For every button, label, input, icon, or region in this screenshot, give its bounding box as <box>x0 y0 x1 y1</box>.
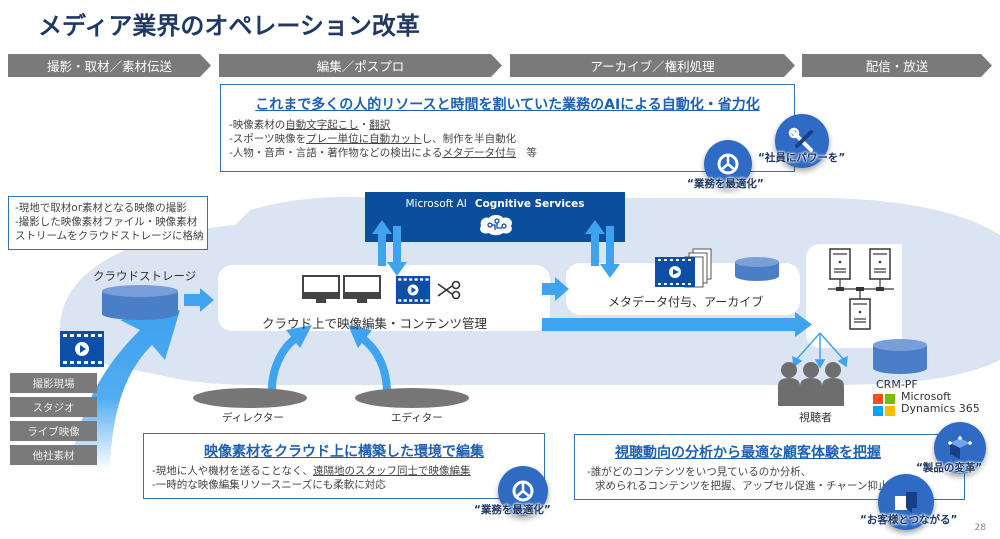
viewers-icon <box>778 362 844 406</box>
bottom-left-line: -現地に人や機材を送ることなく、遠隔地のスタッフ同士で映像編集 <box>152 465 471 477</box>
stage-edit: 編集／ポスプロ <box>219 54 502 77</box>
scissors-icon <box>437 280 461 300</box>
video-film-icon <box>60 331 104 367</box>
optimize-label-top: “業務を最適化” <box>687 178 764 190</box>
stage-capture: 撮影・取材／素材伝送 <box>8 54 211 77</box>
left-info-box: -現地で取材or素材となる映像の撮影 -撮影した映像素材ファイル・映像素材 スト… <box>8 196 208 250</box>
dynamics-brand: Microsoft Dynamics 365 <box>901 391 980 415</box>
viewers-label: 視聴者 <box>799 411 832 424</box>
bottom-left-line: -一時的な映像編集リソースニーズにも柔軟に対応 <box>152 479 386 491</box>
optimize-badge-top <box>704 140 752 188</box>
empower-badge <box>775 114 829 168</box>
empower-label: “社員にパワーを” <box>758 152 846 164</box>
cube-icon <box>948 436 972 459</box>
transform-label: “製品の変革” <box>916 462 983 474</box>
crm-label: CRM-PF <box>876 378 918 391</box>
cognitive-services-name: Cognitive Services <box>474 198 585 210</box>
cognitive-services-block: Microsoft AI Cognitive Services <box>365 192 625 242</box>
microsoft-logo-icon <box>873 394 895 416</box>
top-box-line: -人物・音声・言語・著作物などの検出によるメタデータ付与 等 <box>229 147 537 159</box>
gear-icon <box>717 153 739 175</box>
gear-icon <box>512 480 534 502</box>
source-item: ライブ映像 <box>10 421 97 441</box>
customer-chat-icon <box>895 492 917 513</box>
edit-panel <box>218 265 550 331</box>
source-item: 撮影現場 <box>10 373 97 393</box>
video-film-icon <box>395 276 431 304</box>
bottom-right-heading: 視聴動向の分析から最適な顧客体験を把握 <box>615 445 881 461</box>
top-box-heading: これまで多くの人的リソースと時間を割いていた業務のAIによる自動化・省力化 <box>255 97 760 113</box>
page-title: メディア業界のオペレーション改革 <box>38 12 420 40</box>
page-number: 28 <box>974 523 986 533</box>
transform-badge <box>934 422 986 474</box>
edit-panel-label: クラウド上で映像編集・コンテンツ管理 <box>262 316 488 331</box>
source-item: 他社素材 <box>10 445 97 465</box>
editor-label: エディター <box>391 412 443 424</box>
engage-label: “お客様とつながる” <box>860 514 958 526</box>
source-item: スタジオ <box>10 397 97 417</box>
brain-circuit-icon <box>480 215 512 236</box>
archive-panel-label: メタデータ付与、アーカイブ <box>608 295 764 309</box>
editor-disc <box>355 388 469 408</box>
left-box-line: ストリームをクラウドストレージに格納 <box>15 230 204 242</box>
director-label: ディレクター <box>222 412 284 424</box>
left-box-line: -撮影した映像素材ファイル・映像素材 <box>15 216 198 228</box>
top-box-line: -スポーツ映像をプレー単位に自動カットし、制作を半自動化 <box>229 133 517 145</box>
cloud-storage-label: クラウドストレージ <box>93 269 197 283</box>
archive-database-icon <box>735 257 779 281</box>
optimize-label-bottom: “業務を最適化” <box>474 504 551 516</box>
bottom-right-line: 求められるコンテンツを把握、アップセル促進・チャーン抑止 <box>595 480 889 492</box>
bottom-left-info-box: 映像素材をクラウド上に構築した環境で編集 -現地に人や機材を送ることなく、遠隔地… <box>143 433 545 499</box>
top-info-box: これまで多くの人的リソースと時間を割いていた業務のAIによる自動化・省力化 -映… <box>220 84 795 172</box>
director-disc <box>193 388 307 408</box>
stage-archive: アーカイブ／権利処理 <box>510 54 795 77</box>
brand-line-2: Dynamics 365 <box>901 402 980 415</box>
bottom-left-heading: 映像素材をクラウド上に構築した環境で編集 <box>204 444 484 460</box>
bottom-right-line: -誰がどのコンテンツをいつ見ているのか分析、 <box>587 466 812 478</box>
optimize-badge-bottom <box>498 466 548 516</box>
left-box-line: -現地で取材or素材となる映像の撮影 <box>15 202 187 214</box>
stage-distribution: 配信・放送 <box>802 54 992 77</box>
crm-database-icon <box>873 339 927 374</box>
top-box-line: -映像素材の自動文字起こし・翻訳 <box>229 119 391 131</box>
ms-ai-prefix: Microsoft AI <box>405 198 467 210</box>
cloud-storage-database-icon <box>102 285 178 320</box>
engage-badge <box>878 474 934 530</box>
video-archive-stack-icon <box>655 248 712 288</box>
wrench-screwdriver-icon <box>788 127 813 152</box>
server-network-icon <box>828 248 894 330</box>
monitors-icon <box>302 275 381 303</box>
brand-line-1: Microsoft <box>901 390 952 403</box>
